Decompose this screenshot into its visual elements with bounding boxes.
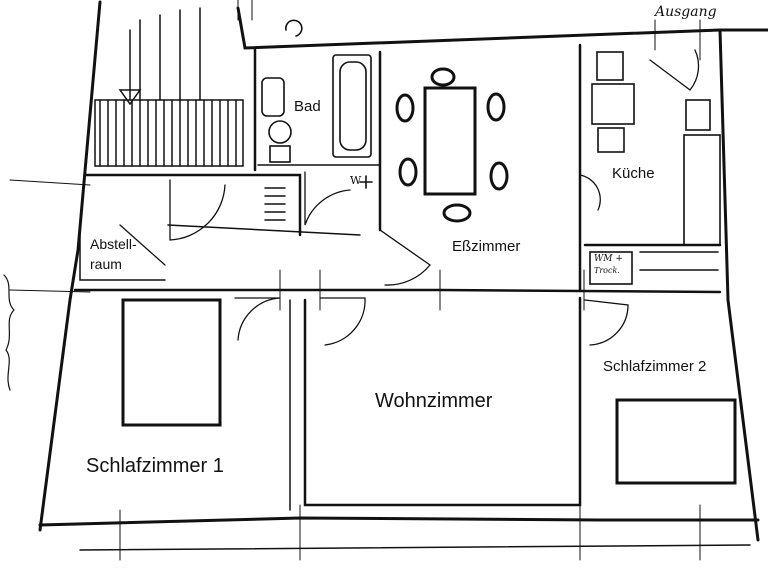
room-label-kueche: Küche	[612, 165, 655, 182]
bathroom-fixtures	[261, 19, 373, 189]
margin-scribble	[3, 274, 15, 391]
exit-annotation: Ausgang	[655, 4, 717, 20]
dining-table	[395, 67, 509, 223]
outer-walls	[38, 0, 768, 551]
room-label-bad: Bad	[294, 98, 321, 115]
room-label-wohnzimmer: Wohnzimmer	[375, 390, 493, 412]
washer-annotation-line1: WM +	[594, 254, 623, 264]
staircase	[94, 7, 244, 167]
room-label-abstellraum-line2: raum	[90, 256, 122, 272]
room-label-abstellraum-line1: Abstell-	[90, 236, 137, 252]
w-mark: W	[350, 174, 362, 187]
room-label-schlafzimmer2: Schlafzimmer 2	[603, 358, 707, 375]
washer-annotation-line2: Trock.	[594, 266, 620, 275]
kitchen-fixtures	[589, 51, 721, 285]
dimension-ticks	[9, 0, 701, 561]
radiator	[264, 187, 286, 221]
doors	[119, 49, 700, 346]
room-label-esszimmer: Eßzimmer	[452, 238, 521, 255]
room-label-schlafzimmer1: Schlafzimmer 1	[86, 455, 224, 477]
beds	[121, 298, 737, 485]
